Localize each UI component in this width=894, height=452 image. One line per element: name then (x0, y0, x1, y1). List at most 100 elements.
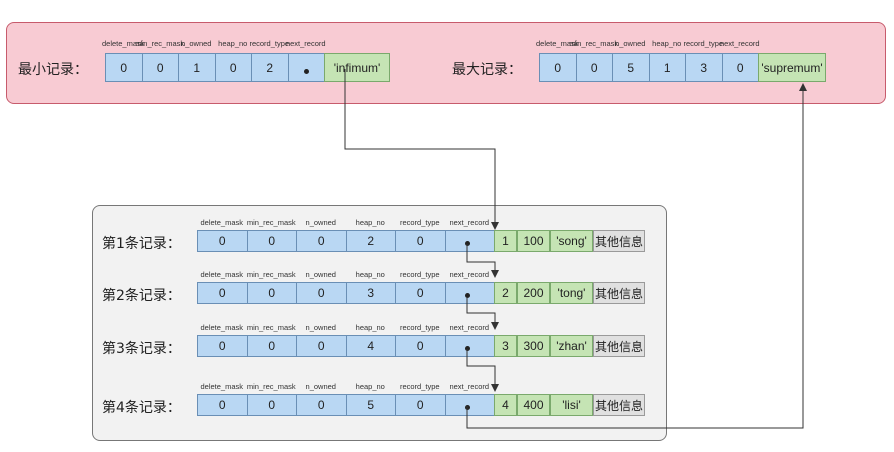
record-3-field-min-rec-mask: 0 (246, 335, 297, 357)
record-1-header-n-owned: n_owned (305, 218, 336, 227)
record-3-field-heap-no: 4 (345, 335, 396, 357)
infimum-header-next-record: next_record (285, 39, 326, 48)
record-2-id-cell: 2 (494, 282, 517, 304)
record-1-field-min-rec-mask: 0 (246, 230, 297, 252)
supremum-field-min-rec-mask: 0 (575, 53, 613, 82)
supremum-header-record-type: record_type (683, 39, 724, 48)
record-1-label: 第1条记录： (102, 236, 181, 252)
record-1-field-delete-mask: 0 (197, 230, 248, 252)
record-1-next-record-pointer (465, 241, 470, 246)
supremum-field-delete-mask: 0 (539, 53, 577, 82)
infimum-header-n-owned: n_owned (181, 39, 212, 48)
record-3-field-delete-mask: 0 (197, 335, 248, 357)
record-4-header-min-rec-mask: min_rec_mask (246, 382, 296, 391)
record-1-header-min-rec-mask: min_rec_mask (246, 218, 296, 227)
record-1-field-next-record (444, 230, 495, 252)
supremum-field-n-owned: 5 (612, 53, 650, 82)
record-2-next-record-pointer (465, 293, 470, 298)
infimum-field-next-record (287, 53, 325, 82)
infimum-header-record-type: record_type (249, 39, 290, 48)
infimum-field-delete-mask: 0 (105, 53, 143, 82)
record-1-header-heap-no: heap_no (355, 218, 385, 227)
record-3-other-info-cell: 其他信息 (593, 335, 645, 357)
record-2-value-cell: 200 (517, 282, 550, 304)
record-1-other-info-cell: 其他信息 (593, 230, 645, 252)
infimum-next-record-pointer (303, 68, 309, 74)
record-3-value-cell: 300 (517, 335, 550, 357)
record-1-field-record-type: 0 (395, 230, 446, 252)
record-3-header-delete-mask: delete_mask (200, 323, 244, 332)
record-1-value-cell: 100 (517, 230, 550, 252)
record-2-header-min-rec-mask: min_rec_mask (246, 270, 296, 279)
record-3-field-n-owned: 0 (296, 335, 347, 357)
record-4-id-cell: 4 (494, 394, 517, 416)
supremum-header-next-record: next_record (719, 39, 760, 48)
record-3-id-cell: 3 (494, 335, 517, 357)
record-4-header-delete-mask: delete_mask (200, 382, 244, 391)
record-3-next-record-pointer (465, 346, 470, 351)
record-3-header-min-rec-mask: min_rec_mask (246, 323, 296, 332)
record-3-name-cell: 'zhan' (550, 335, 593, 357)
record-2-header-record-type: record_type (399, 270, 440, 279)
infimum-field-n-owned: 1 (178, 53, 216, 82)
supremum-header-delete-mask: delete_mask (535, 39, 579, 48)
infimum-field-record-type: 2 (251, 53, 289, 82)
record-4-header-next-record: next_record (449, 382, 490, 391)
record-2-field-min-rec-mask: 0 (246, 282, 297, 304)
record-2-header-heap-no: heap_no (355, 270, 385, 279)
record-2-field-delete-mask: 0 (197, 282, 248, 304)
record-1-header-next-record: next_record (449, 218, 490, 227)
record-4-field-delete-mask: 0 (197, 394, 248, 416)
record-2-header-delete-mask: delete_mask (200, 270, 244, 279)
record-2-name-cell: 'tong' (550, 282, 593, 304)
infimum-header-min-rec-mask: min_rec_mask (135, 39, 185, 48)
record-3-field-next-record (444, 335, 495, 357)
record-3-header-heap-no: heap_no (355, 323, 385, 332)
record-4-header-n-owned: n_owned (305, 382, 336, 391)
supremum-field-heap-no: 1 (648, 53, 686, 82)
record-1-field-heap-no: 2 (345, 230, 396, 252)
record-1-header-record-type: record_type (399, 218, 440, 227)
record-1-id-cell: 1 (494, 230, 517, 252)
infimum-header-heap-no: heap_no (218, 39, 248, 48)
record-4-value-cell: 400 (517, 394, 550, 416)
record-3-header-next-record: next_record (449, 323, 490, 332)
infimum-header-delete-mask: delete_mask (101, 39, 145, 48)
record-4-other-info-cell: 其他信息 (593, 394, 645, 416)
record-4-field-heap-no: 5 (345, 394, 396, 416)
infimum-field-min-rec-mask: 0 (141, 53, 179, 82)
record-1-header-delete-mask: delete_mask (200, 218, 244, 227)
record-2-other-info-cell: 其他信息 (593, 282, 645, 304)
supremum-header-n-owned: n_owned (615, 39, 646, 48)
supremum-header-heap-no: heap_no (652, 39, 682, 48)
record-1-name-cell: 'song' (550, 230, 593, 252)
record-3-label: 第3条记录： (102, 341, 181, 357)
record-4-field-min-rec-mask: 0 (246, 394, 297, 416)
record-4-field-record-type: 0 (395, 394, 446, 416)
record-2-field-record-type: 0 (395, 282, 446, 304)
record-4-field-next-record (444, 394, 495, 416)
infimum-field-heap-no: 0 (214, 53, 252, 82)
record-3-field-record-type: 0 (395, 335, 446, 357)
supremum-data-cell: 'supremum' (758, 53, 826, 82)
record-3-header-record-type: record_type (399, 323, 440, 332)
record-2-field-next-record (444, 282, 495, 304)
record-2-field-n-owned: 0 (296, 282, 347, 304)
record-4-label: 第4条记录： (102, 400, 181, 416)
supremum-field-record-type: 3 (685, 53, 723, 82)
record-2-field-heap-no: 3 (345, 282, 396, 304)
supremum-label: 最大记录： (452, 62, 522, 78)
record-4-header-record-type: record_type (399, 382, 440, 391)
infimum-data-cell: 'infimum' (324, 53, 390, 82)
record-4-next-record-pointer (465, 405, 470, 410)
record-4-field-n-owned: 0 (296, 394, 347, 416)
infimum-label: 最小记录： (18, 62, 88, 78)
supremum-header-min-rec-mask: min_rec_mask (569, 39, 619, 48)
record-4-header-heap-no: heap_no (355, 382, 385, 391)
record-1-field-n-owned: 0 (296, 230, 347, 252)
record-3-header-n-owned: n_owned (305, 323, 336, 332)
record-2-label: 第2条记录： (102, 288, 181, 304)
record-2-header-next-record: next_record (449, 270, 490, 279)
record-2-header-n-owned: n_owned (305, 270, 336, 279)
record-4-name-cell: 'lisi' (550, 394, 593, 416)
